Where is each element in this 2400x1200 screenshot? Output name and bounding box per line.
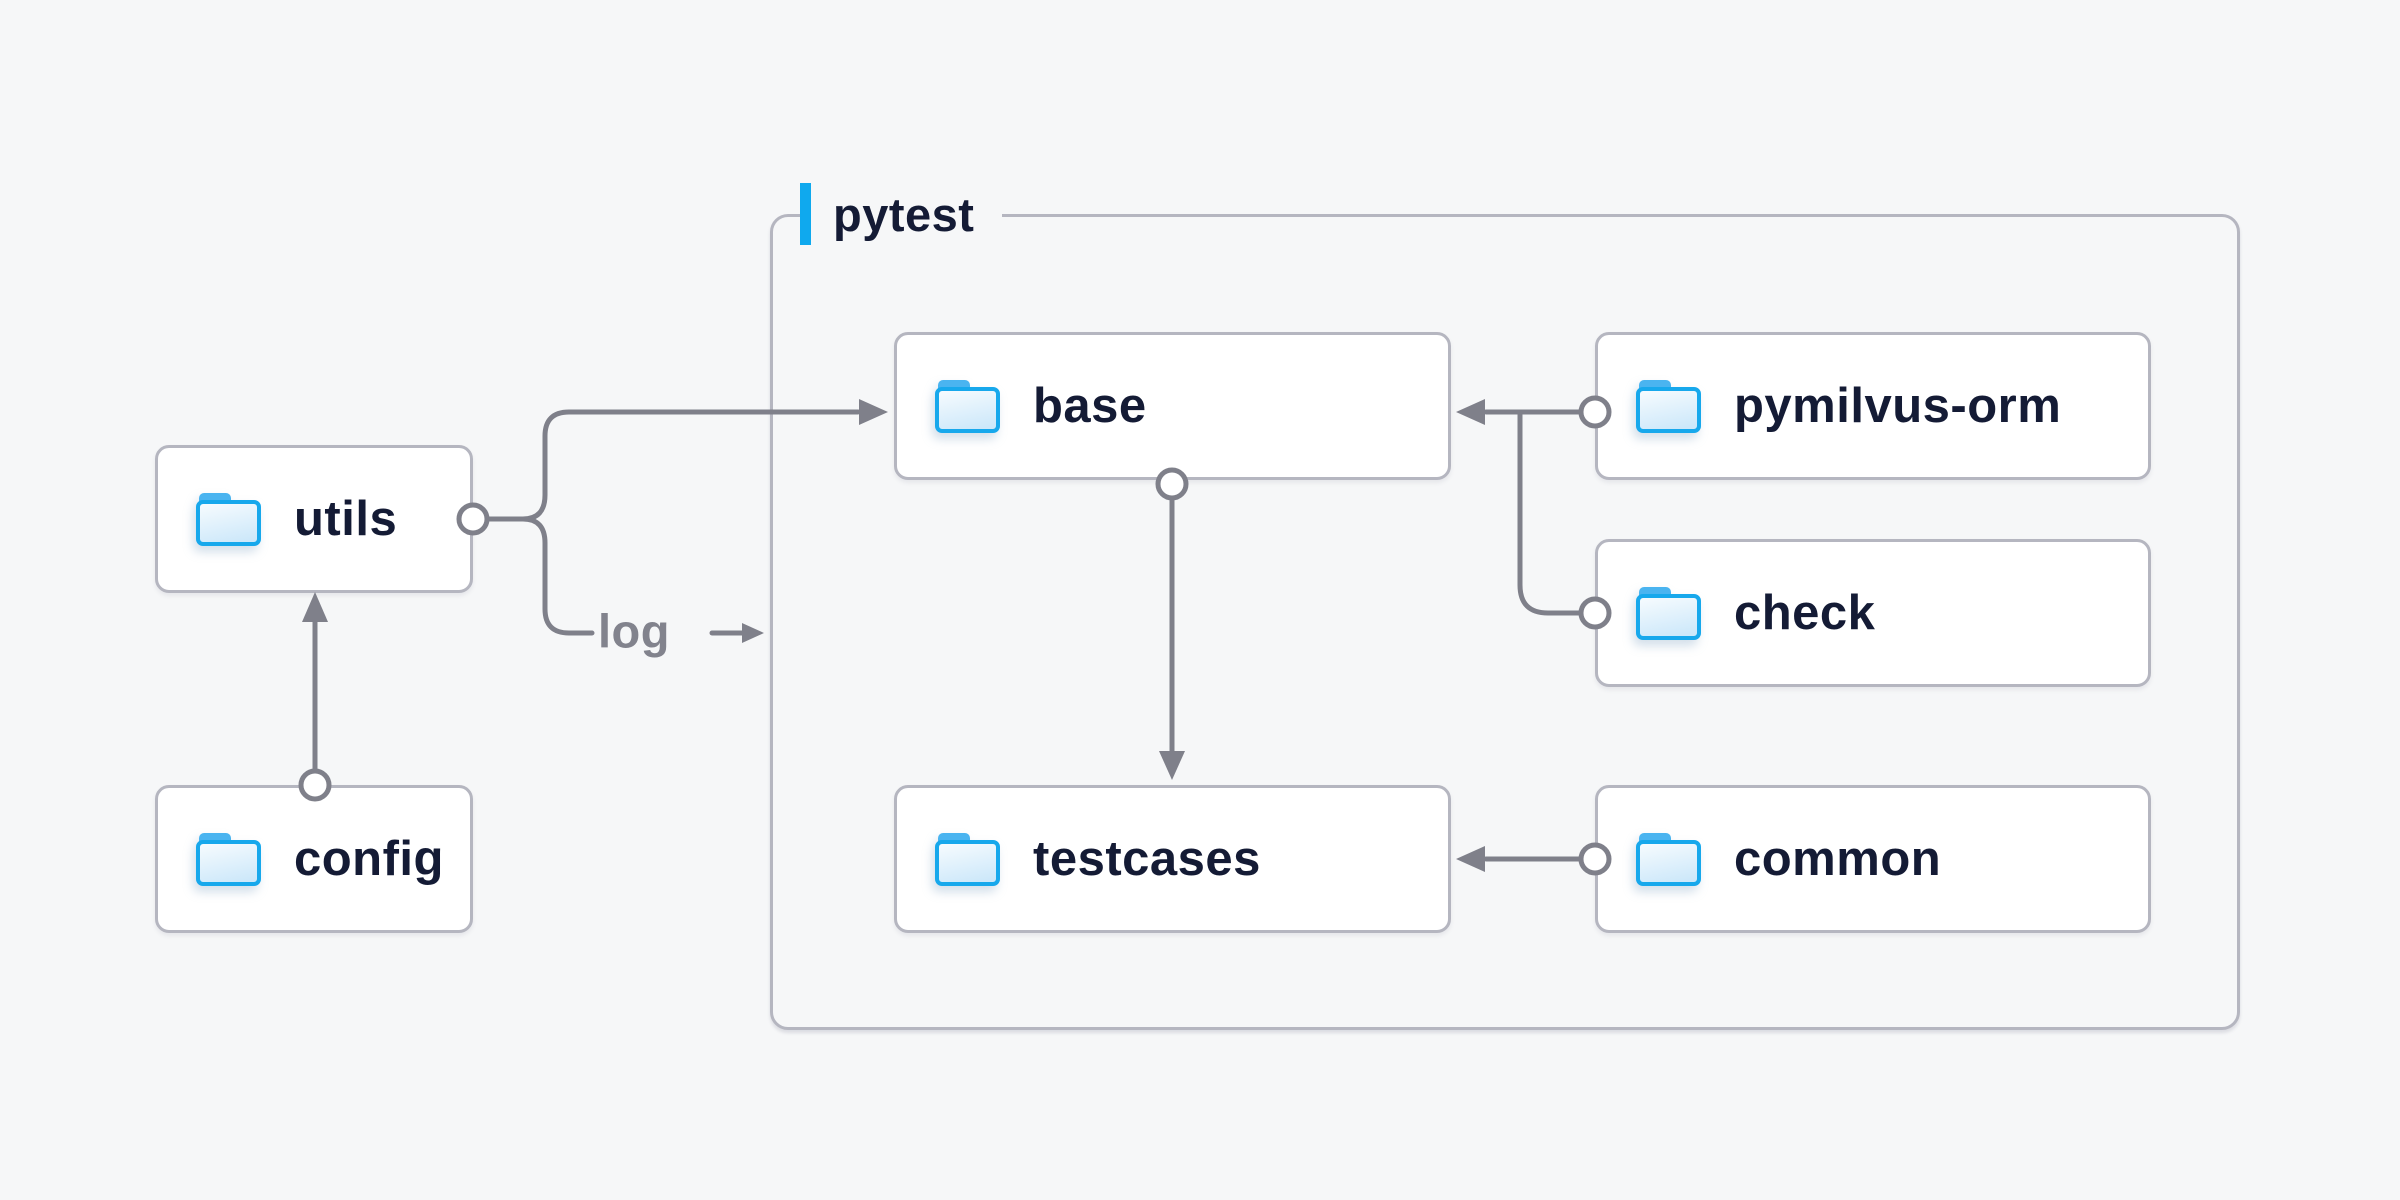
- edge-utils-log: [520, 516, 595, 636]
- node-config: config: [155, 785, 473, 933]
- node-label: config: [294, 832, 444, 886]
- node-label: common: [1734, 832, 1942, 886]
- node-utils: utils: [155, 445, 473, 593]
- folder-icon: [1636, 586, 1702, 640]
- node-common: common: [1595, 785, 2151, 933]
- pytest-group-label: pytest: [800, 182, 1003, 246]
- folder-icon: [196, 832, 262, 886]
- folder-icon: [935, 379, 1001, 433]
- accent-bar: [800, 183, 811, 245]
- arrowhead-log: [742, 623, 764, 643]
- node-label: testcases: [1033, 832, 1261, 886]
- group-title: pytest: [833, 187, 975, 241]
- node-label: check: [1734, 586, 1876, 640]
- arrowhead-up-utils: [302, 592, 328, 622]
- node-label: utils: [294, 492, 398, 546]
- node-check: check: [1595, 539, 2151, 687]
- node-label: pymilvus-orm: [1734, 379, 2062, 433]
- folder-icon: [1636, 832, 1702, 886]
- folder-icon: [1636, 379, 1702, 433]
- edge-label-log: log: [598, 604, 670, 658]
- node-testcases: testcases: [894, 785, 1451, 933]
- folder-icon: [196, 492, 262, 546]
- node-label: base: [1033, 379, 1147, 433]
- folder-icon: [935, 832, 1001, 886]
- pytest-group-box: [770, 214, 2240, 1030]
- node-pymilvus-orm: pymilvus-orm: [1595, 332, 2151, 480]
- node-base: base: [894, 332, 1451, 480]
